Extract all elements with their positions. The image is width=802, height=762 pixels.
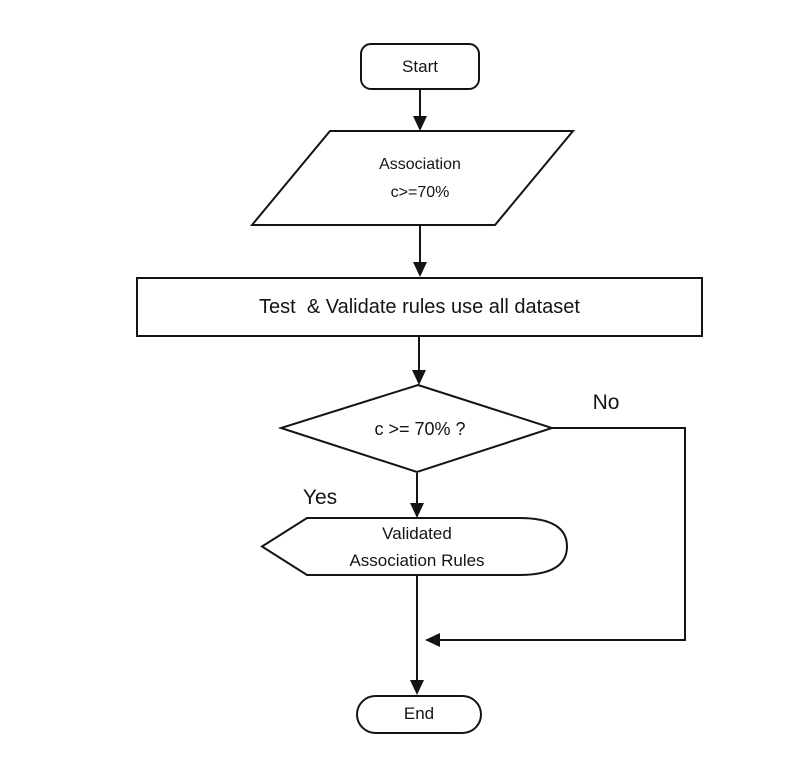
edge-start-to-association-arrowhead-icon [413, 116, 427, 131]
test-validate-node-shape [136, 277, 703, 337]
edge-association-to-test-arrowhead-icon [413, 262, 427, 277]
edge-yes-branch-arrowhead-icon [410, 503, 424, 518]
decision-node-shape [277, 383, 556, 474]
edge-test-to-decision-arrowhead-icon [412, 370, 426, 385]
association-node-shape [249, 130, 576, 226]
edge-no-branch-arrowhead-icon [425, 633, 440, 647]
edge-no-branch [440, 427, 686, 641]
validated-rules-node-shape [260, 517, 569, 576]
edge-validated-to-end-arrowhead-icon [410, 680, 424, 695]
start-node-shape [360, 43, 480, 90]
end-node-shape [356, 695, 482, 734]
